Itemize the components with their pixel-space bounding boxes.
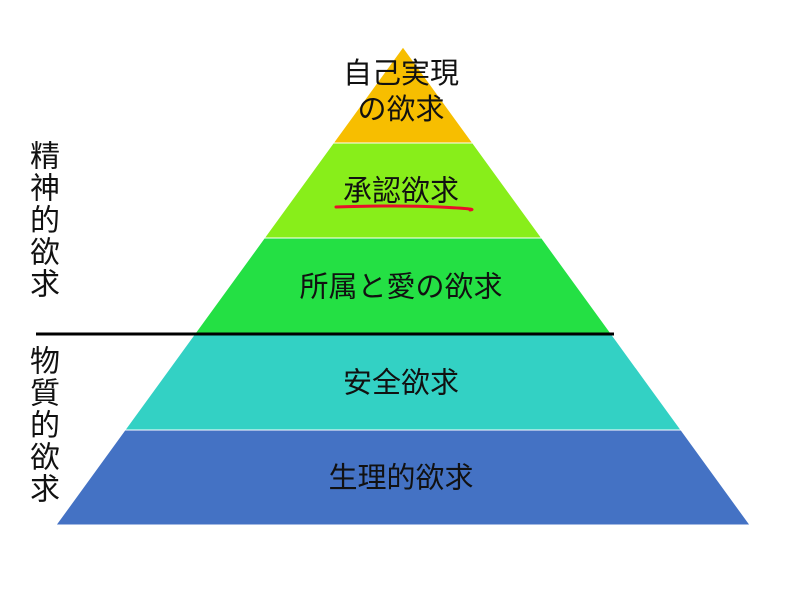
layer-label-1: の欲求 bbox=[357, 92, 444, 126]
side-label-material-needs: 物質的欲求 bbox=[24, 345, 59, 505]
red-underline bbox=[334, 204, 474, 212]
pyramid-layer-5 bbox=[55, 429, 751, 526]
side-label-mental-needs: 精神的欲求 bbox=[24, 140, 59, 300]
layer-label-3: 所属と愛の欲求 bbox=[299, 270, 502, 304]
layer-label-1: 自己実現 bbox=[343, 56, 459, 90]
layer-label-5: 生理的欲求 bbox=[328, 461, 473, 495]
layer-label-4: 安全欲求 bbox=[343, 366, 459, 400]
layer-label-2: 承認欲求 bbox=[343, 174, 459, 208]
